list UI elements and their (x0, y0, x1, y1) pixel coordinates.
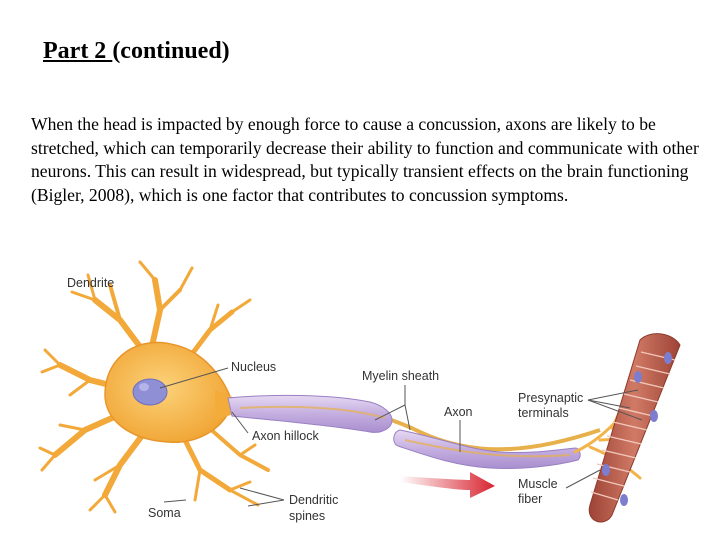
slide-title: Part 2 (continued) (43, 38, 230, 65)
label-dendrite: Dendrite (67, 276, 114, 290)
label-axon: Axon (444, 405, 473, 419)
body-paragraph: When the head is impacted by enough forc… (31, 114, 699, 206)
soma (104, 341, 233, 443)
label-nucleus: Nucleus (231, 360, 276, 374)
label-soma: Soma (148, 506, 181, 520)
label-presynaptic-2: terminals (518, 406, 569, 420)
myelin-sheath-segments (227, 394, 581, 470)
label-presynaptic-1: Presynaptic (518, 391, 583, 405)
label-dendritic-spines-1: Dendritic (289, 493, 338, 507)
direction-arrow (400, 472, 495, 498)
title-rest: (continued) (112, 38, 230, 64)
muscle-fiber (588, 333, 681, 523)
label-axon-hillock: Axon hillock (252, 429, 319, 443)
leader-lines (159, 367, 643, 507)
label-dendritic-spines-2: spines (289, 509, 325, 523)
label-muscle-2: fiber (518, 492, 542, 506)
label-myelin-sheath: Myelin sheath (362, 369, 439, 383)
title-part: Part 2 (43, 38, 113, 64)
label-muscle-1: Muscle (518, 477, 558, 491)
nucleus (132, 378, 168, 406)
